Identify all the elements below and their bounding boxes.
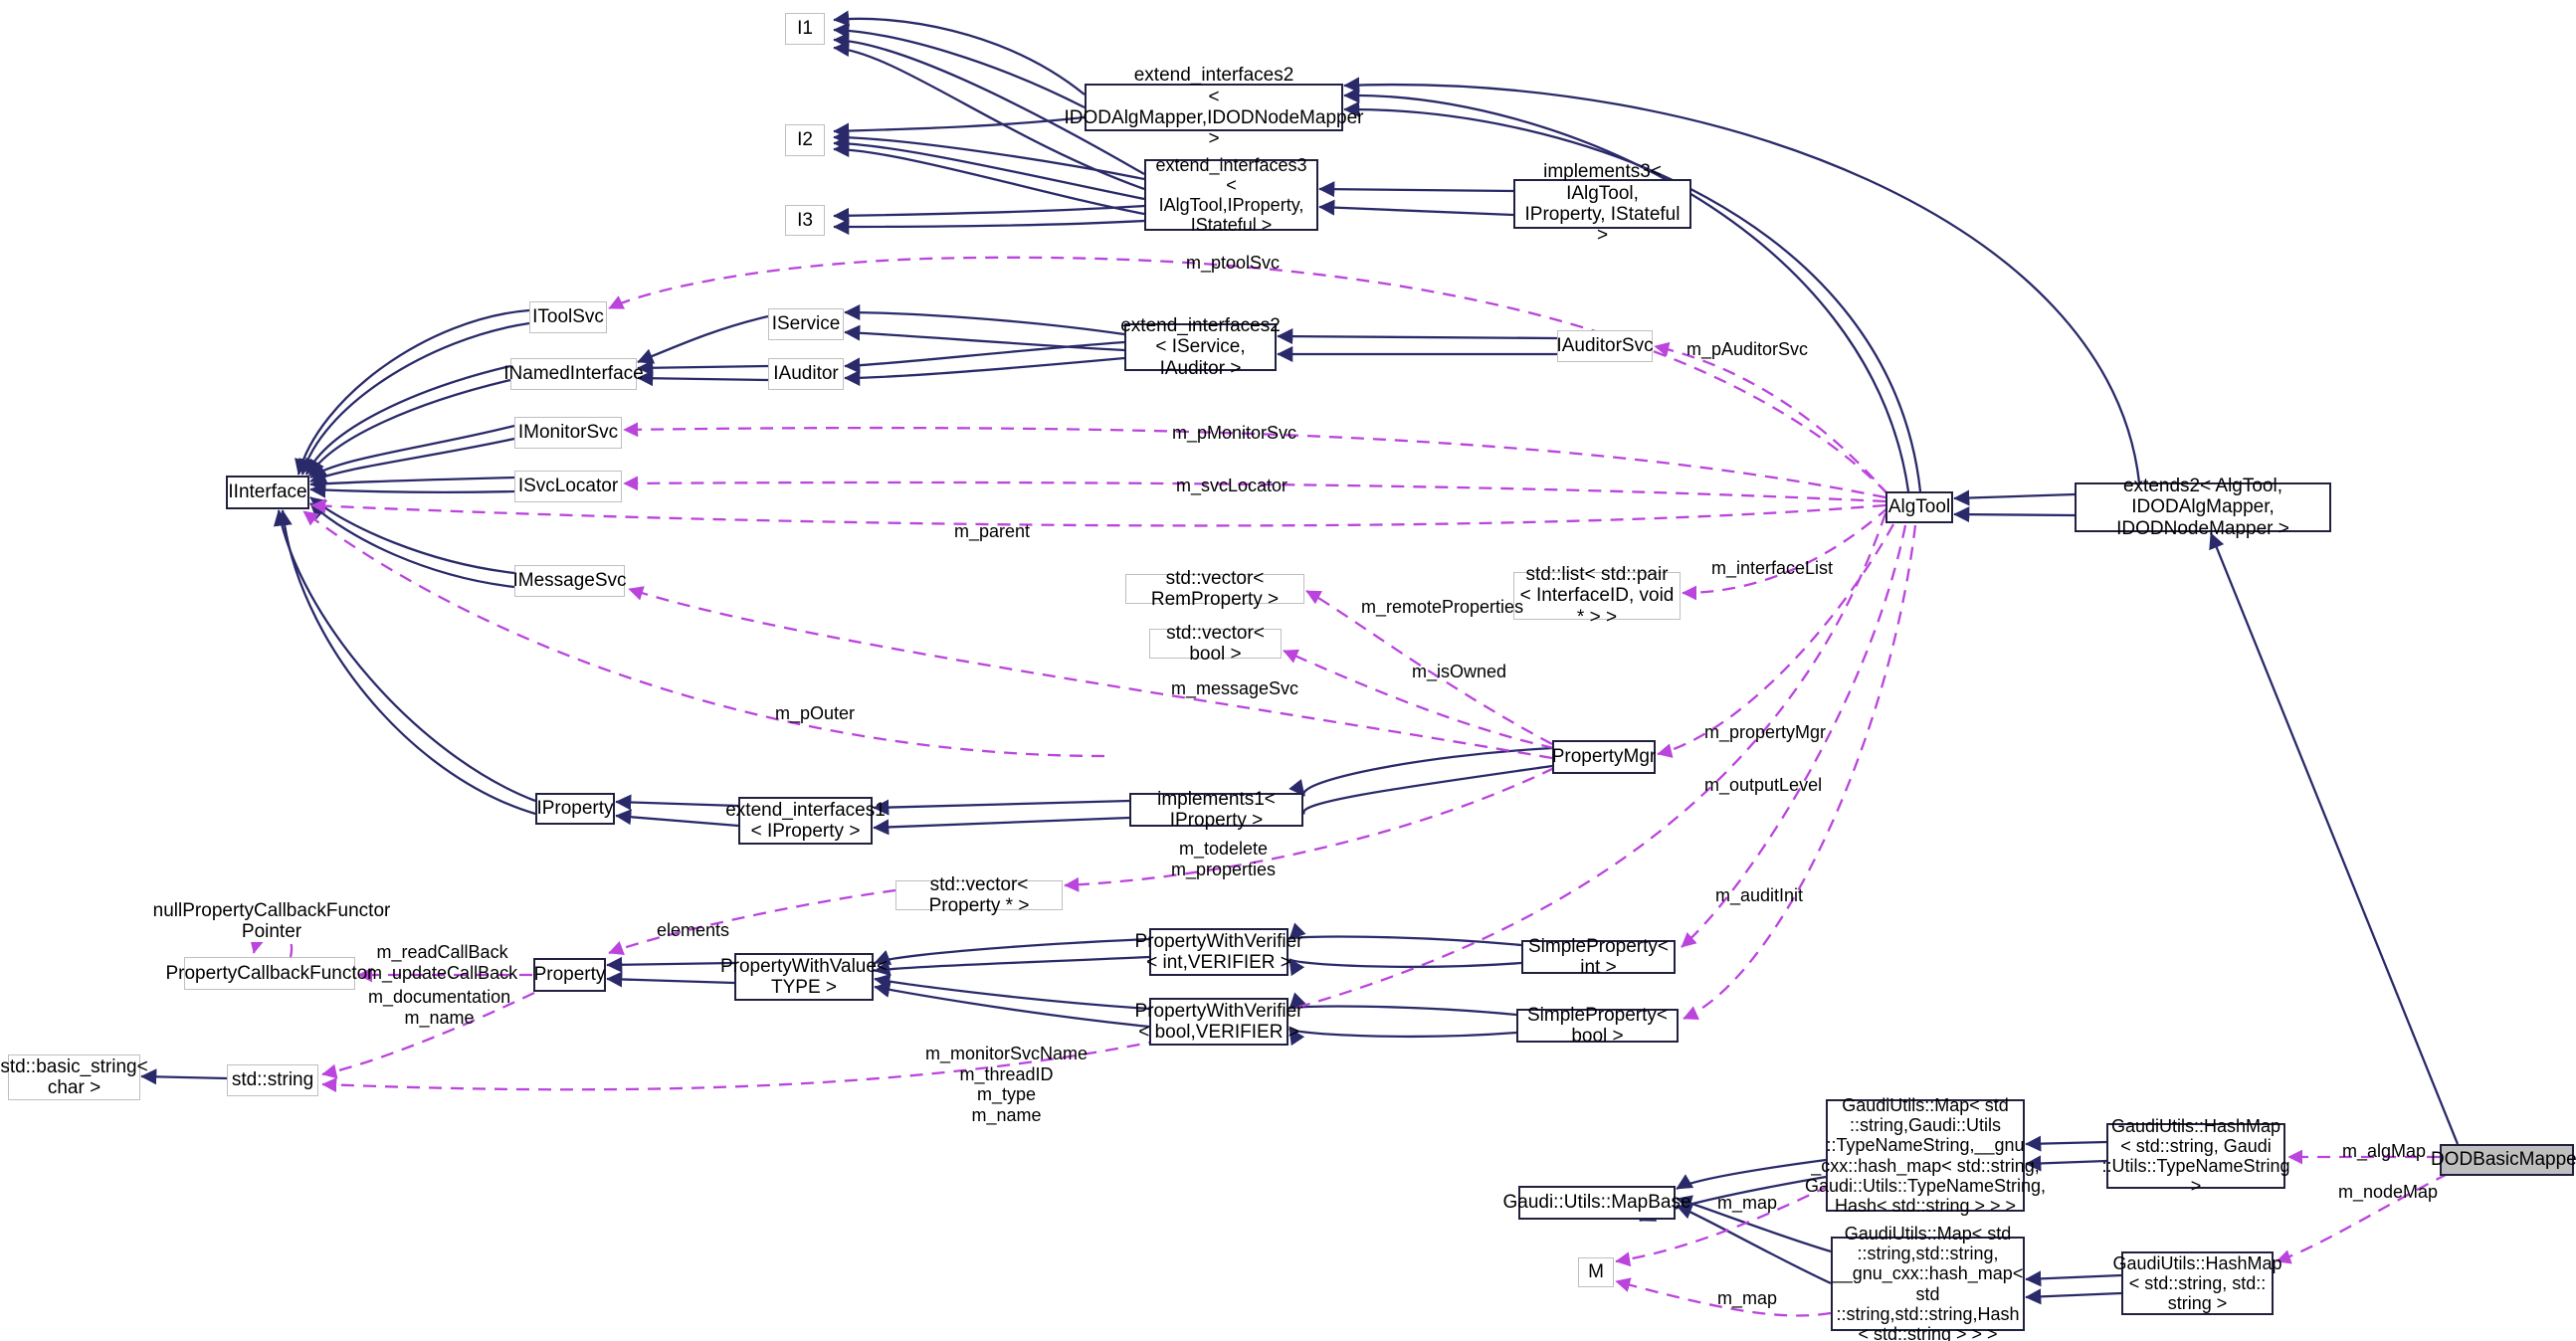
edge-label-m_map_bottom: m_map: [1717, 1288, 1778, 1308]
class-node-SPbool[interactable]: SimpleProperty< bool >: [1516, 1005, 1679, 1047]
class-node-GUMapTNS[interactable]: GaudiUtils::Map< std ::string,Gaudi::Uti…: [1804, 1095, 2047, 1216]
class-node-IAuditor[interactable]: IAuditor: [768, 358, 844, 390]
class-node-PWV[interactable]: PropertyWithValue< TYPE >: [720, 953, 888, 1001]
class-node-extends2[interactable]: extends2< AlgTool, IDODAlgMapper, IDODNo…: [2075, 476, 2331, 539]
edge-label-m_nodeMap: m_nodeMap: [2338, 1182, 2439, 1202]
class-node-ei1[interactable]: extend_interfaces1 < IProperty >: [725, 797, 886, 845]
edge-label-m_todelete: m_todelete m_properties: [1171, 839, 1277, 879]
edge-label-m_auditInit: m_auditInit: [1715, 885, 1804, 905]
edge-label-m_parent: m_parent: [954, 521, 1031, 541]
class-node-M[interactable]: M: [1578, 1257, 1614, 1287]
class-node-IMessageSvc[interactable]: IMessageSvc: [512, 565, 627, 597]
class-node-MapBase[interactable]: Gaudi::Utils::MapBase: [1502, 1186, 1691, 1220]
class-node-DODBasicMapper[interactable]: DODBasicMapper: [2431, 1144, 2576, 1176]
class-node-IToolSvc[interactable]: IToolSvc: [529, 301, 607, 333]
class-node-IProperty[interactable]: IProperty: [535, 793, 615, 825]
class-node-INamedIf[interactable]: INamedInterface: [503, 358, 644, 390]
class-node-AlgTool[interactable]: AlgTool: [1885, 491, 1953, 523]
class-node-listPair[interactable]: std::list< std::pair < InterfaceID, void…: [1513, 564, 1681, 628]
class-node-Property[interactable]: Property: [533, 958, 606, 992]
class-node-I1[interactable]: I1: [785, 13, 825, 45]
edge-label-m_pOuter: m_pOuter: [775, 703, 856, 723]
class-node-PWVbool[interactable]: PropertyWithVerifier < bool,VERIFIER >: [1135, 998, 1302, 1046]
edge-label-m_documentation: m_documentation m_name: [368, 987, 511, 1028]
class-node-ei3[interactable]: extend_interfaces3 < IAlgTool,IProperty,…: [1144, 155, 1318, 235]
class-node-SPint[interactable]: SimpleProperty< int >: [1521, 936, 1676, 978]
class-node-IInterface[interactable]: IInterface: [226, 476, 309, 509]
class-node-vecBool[interactable]: std::vector< bool >: [1149, 623, 1282, 665]
class-node-GUMapStr[interactable]: GaudiUtils::Map< std ::string,std::strin…: [1831, 1224, 2025, 1341]
class-node-ei2dod[interactable]: extend_interfaces2 < IDODAlgMapper,IDODN…: [1064, 65, 1364, 150]
class-node-impl3[interactable]: implements3< IAlgTool, IProperty, IState…: [1513, 161, 1691, 246]
class-node-HashMapStr[interactable]: GaudiUtils::HashMap < std::string, std::…: [2112, 1251, 2282, 1315]
class-node-impl1[interactable]: implements1< IProperty >: [1129, 789, 1303, 831]
edge-label-m_outputLevel: m_outputLevel: [1704, 775, 1823, 795]
class-node-ei2sa[interactable]: extend_interfaces2 < IService, IAuditor …: [1120, 315, 1281, 379]
class-node-basicStr[interactable]: std::basic_string< char >: [0, 1054, 148, 1100]
class-node-nullCBFPtr[interactable]: nullPropertyCallbackFunctor Pointer: [152, 899, 391, 942]
class-node-vecRem[interactable]: std::vector< RemProperty >: [1125, 568, 1304, 610]
edge-label-m_readCallBack: m_readCallBack m_updateCallBack: [367, 942, 518, 983]
edge-label-m_messageSvc: m_messageSvc: [1171, 678, 1299, 698]
edge-label-m_remoteProperties: m_remoteProperties: [1361, 597, 1524, 617]
class-node-PropCBF[interactable]: PropertyCallbackFunctor: [165, 957, 374, 990]
class-node-vecPropPtr[interactable]: std::vector< Property * >: [895, 874, 1063, 916]
edge-label-elements: elements: [657, 920, 730, 940]
edge-label-m_isOwned: m_isOwned: [1412, 662, 1507, 681]
edge-label-m_interfaceList: m_interfaceList: [1711, 558, 1834, 578]
edge-label-m_map_top: m_map: [1717, 1193, 1778, 1213]
edge-label-m_pAuditorSvc: m_pAuditorSvc: [1686, 339, 1809, 359]
class-node-stdString[interactable]: std::string: [227, 1064, 318, 1096]
class-node-IService[interactable]: IService: [768, 308, 844, 340]
edge-label-m_svcLocator: m_svcLocator: [1176, 476, 1288, 495]
class-node-ISvcLoc[interactable]: ISvcLocator: [514, 471, 622, 502]
class-node-HashMapTNS[interactable]: GaudiUtils::HashMap < std::string, Gaudi…: [2101, 1115, 2290, 1197]
edge-label-m_algMap: m_algMap: [2342, 1141, 2427, 1161]
class-node-PWVint[interactable]: PropertyWithVerifier < int,VERIFIER >: [1135, 928, 1302, 976]
class-node-IMonitorSvc[interactable]: IMonitorSvc: [514, 417, 622, 449]
edge-label-m_propertyMgr: m_propertyMgr: [1704, 722, 1827, 742]
class-node-I2[interactable]: I2: [785, 124, 825, 156]
class-node-I3[interactable]: I3: [785, 205, 825, 236]
class-node-IAuditorSvc[interactable]: IAuditorSvc: [1556, 330, 1654, 362]
edge-label-m_ptoolSvc: m_ptoolSvc: [1186, 253, 1281, 273]
edge-label-m_pMonitorSvc: m_pMonitorSvc: [1172, 423, 1297, 443]
class-node-PropertyMgr[interactable]: PropertyMgr: [1552, 740, 1656, 774]
edge-label-m_monitorSvcName: m_monitorSvcName m_threadID m_type m_nam…: [925, 1044, 1089, 1126]
